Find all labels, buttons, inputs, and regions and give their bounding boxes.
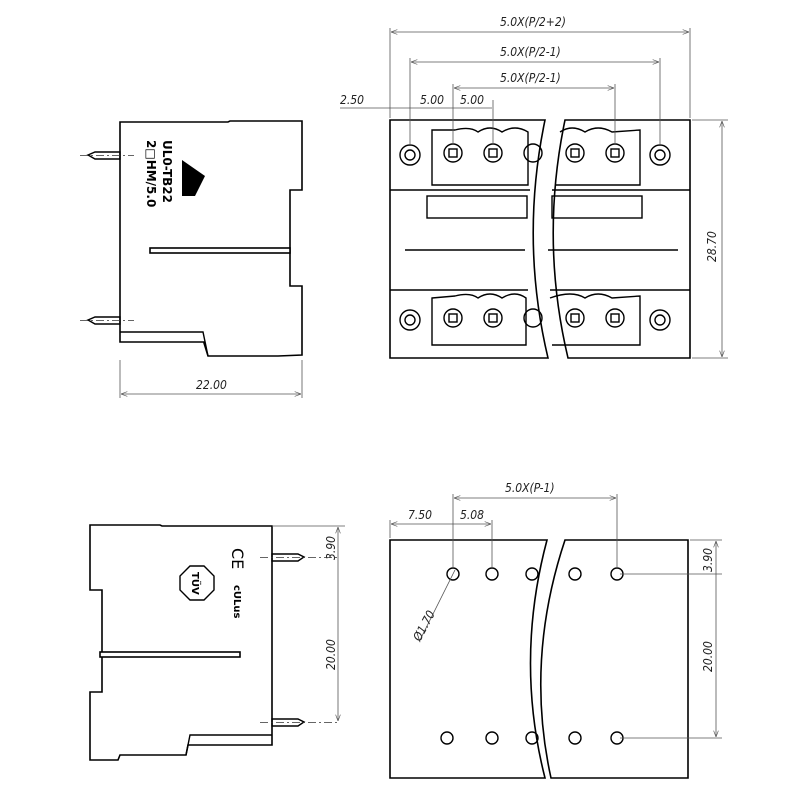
front-view: 5.0X(P/2+2) 5.0X(P/2-1) 5.0X(P/2-1) 2.50… xyxy=(340,15,728,359)
tuv-mark: TÜV xyxy=(179,565,215,601)
dim-edge-offset: 7.50 xyxy=(408,508,432,522)
ce-mark: CE xyxy=(228,548,247,569)
dim-height: 28.70 xyxy=(705,231,719,262)
pin-top xyxy=(260,553,340,562)
dim-row-spacing: 20.00 xyxy=(701,641,715,672)
side-rib xyxy=(99,651,241,658)
dim-row-spacing: 20.00 xyxy=(324,639,338,670)
dim-pitch: 5.08 xyxy=(460,508,484,522)
marking-series: 2□HM/5.0 xyxy=(144,140,158,207)
pin-bottom xyxy=(260,718,340,727)
dim-outer-pitch-span: 5.0X(P/2-1) xyxy=(500,45,561,59)
dim-inner-pitch-span: 5.0X(P/2-1) xyxy=(500,71,561,85)
marking-part-code: UL0-TB22 xyxy=(160,140,174,203)
pcb-layout: 5.0X(P-1) 7.50 5.08 Ø1.70 3.90 20.00 xyxy=(389,481,722,779)
dim-pin-offset: 3.90 xyxy=(324,536,338,560)
ul-mark: cULus xyxy=(231,585,242,619)
dim-pitch-b: 5.00 xyxy=(460,93,484,107)
terminal-row-bottom xyxy=(399,293,671,346)
dim-edge-offset: 2.50 xyxy=(340,93,364,107)
pin-top xyxy=(80,151,134,160)
dim-pitch-span: 5.0X(P-1) xyxy=(505,481,555,495)
dim-overall-width: 5.0X(P/2+2) xyxy=(500,15,566,29)
svg-text:TÜV: TÜV xyxy=(189,572,203,595)
dim-depth: 22.00 xyxy=(196,378,227,392)
side-view-top: UL0-TB22 2□HM/5.0 22.00 xyxy=(80,120,303,398)
brand-logo xyxy=(182,160,205,196)
side-view-bottom: CE TÜV cULus 3.90 20.00 xyxy=(89,524,345,761)
pin-bottom xyxy=(80,316,134,325)
dim-top-offset: 3.90 xyxy=(701,548,715,572)
dim-pitch-a: 5.00 xyxy=(420,93,444,107)
side-rib xyxy=(149,247,291,254)
